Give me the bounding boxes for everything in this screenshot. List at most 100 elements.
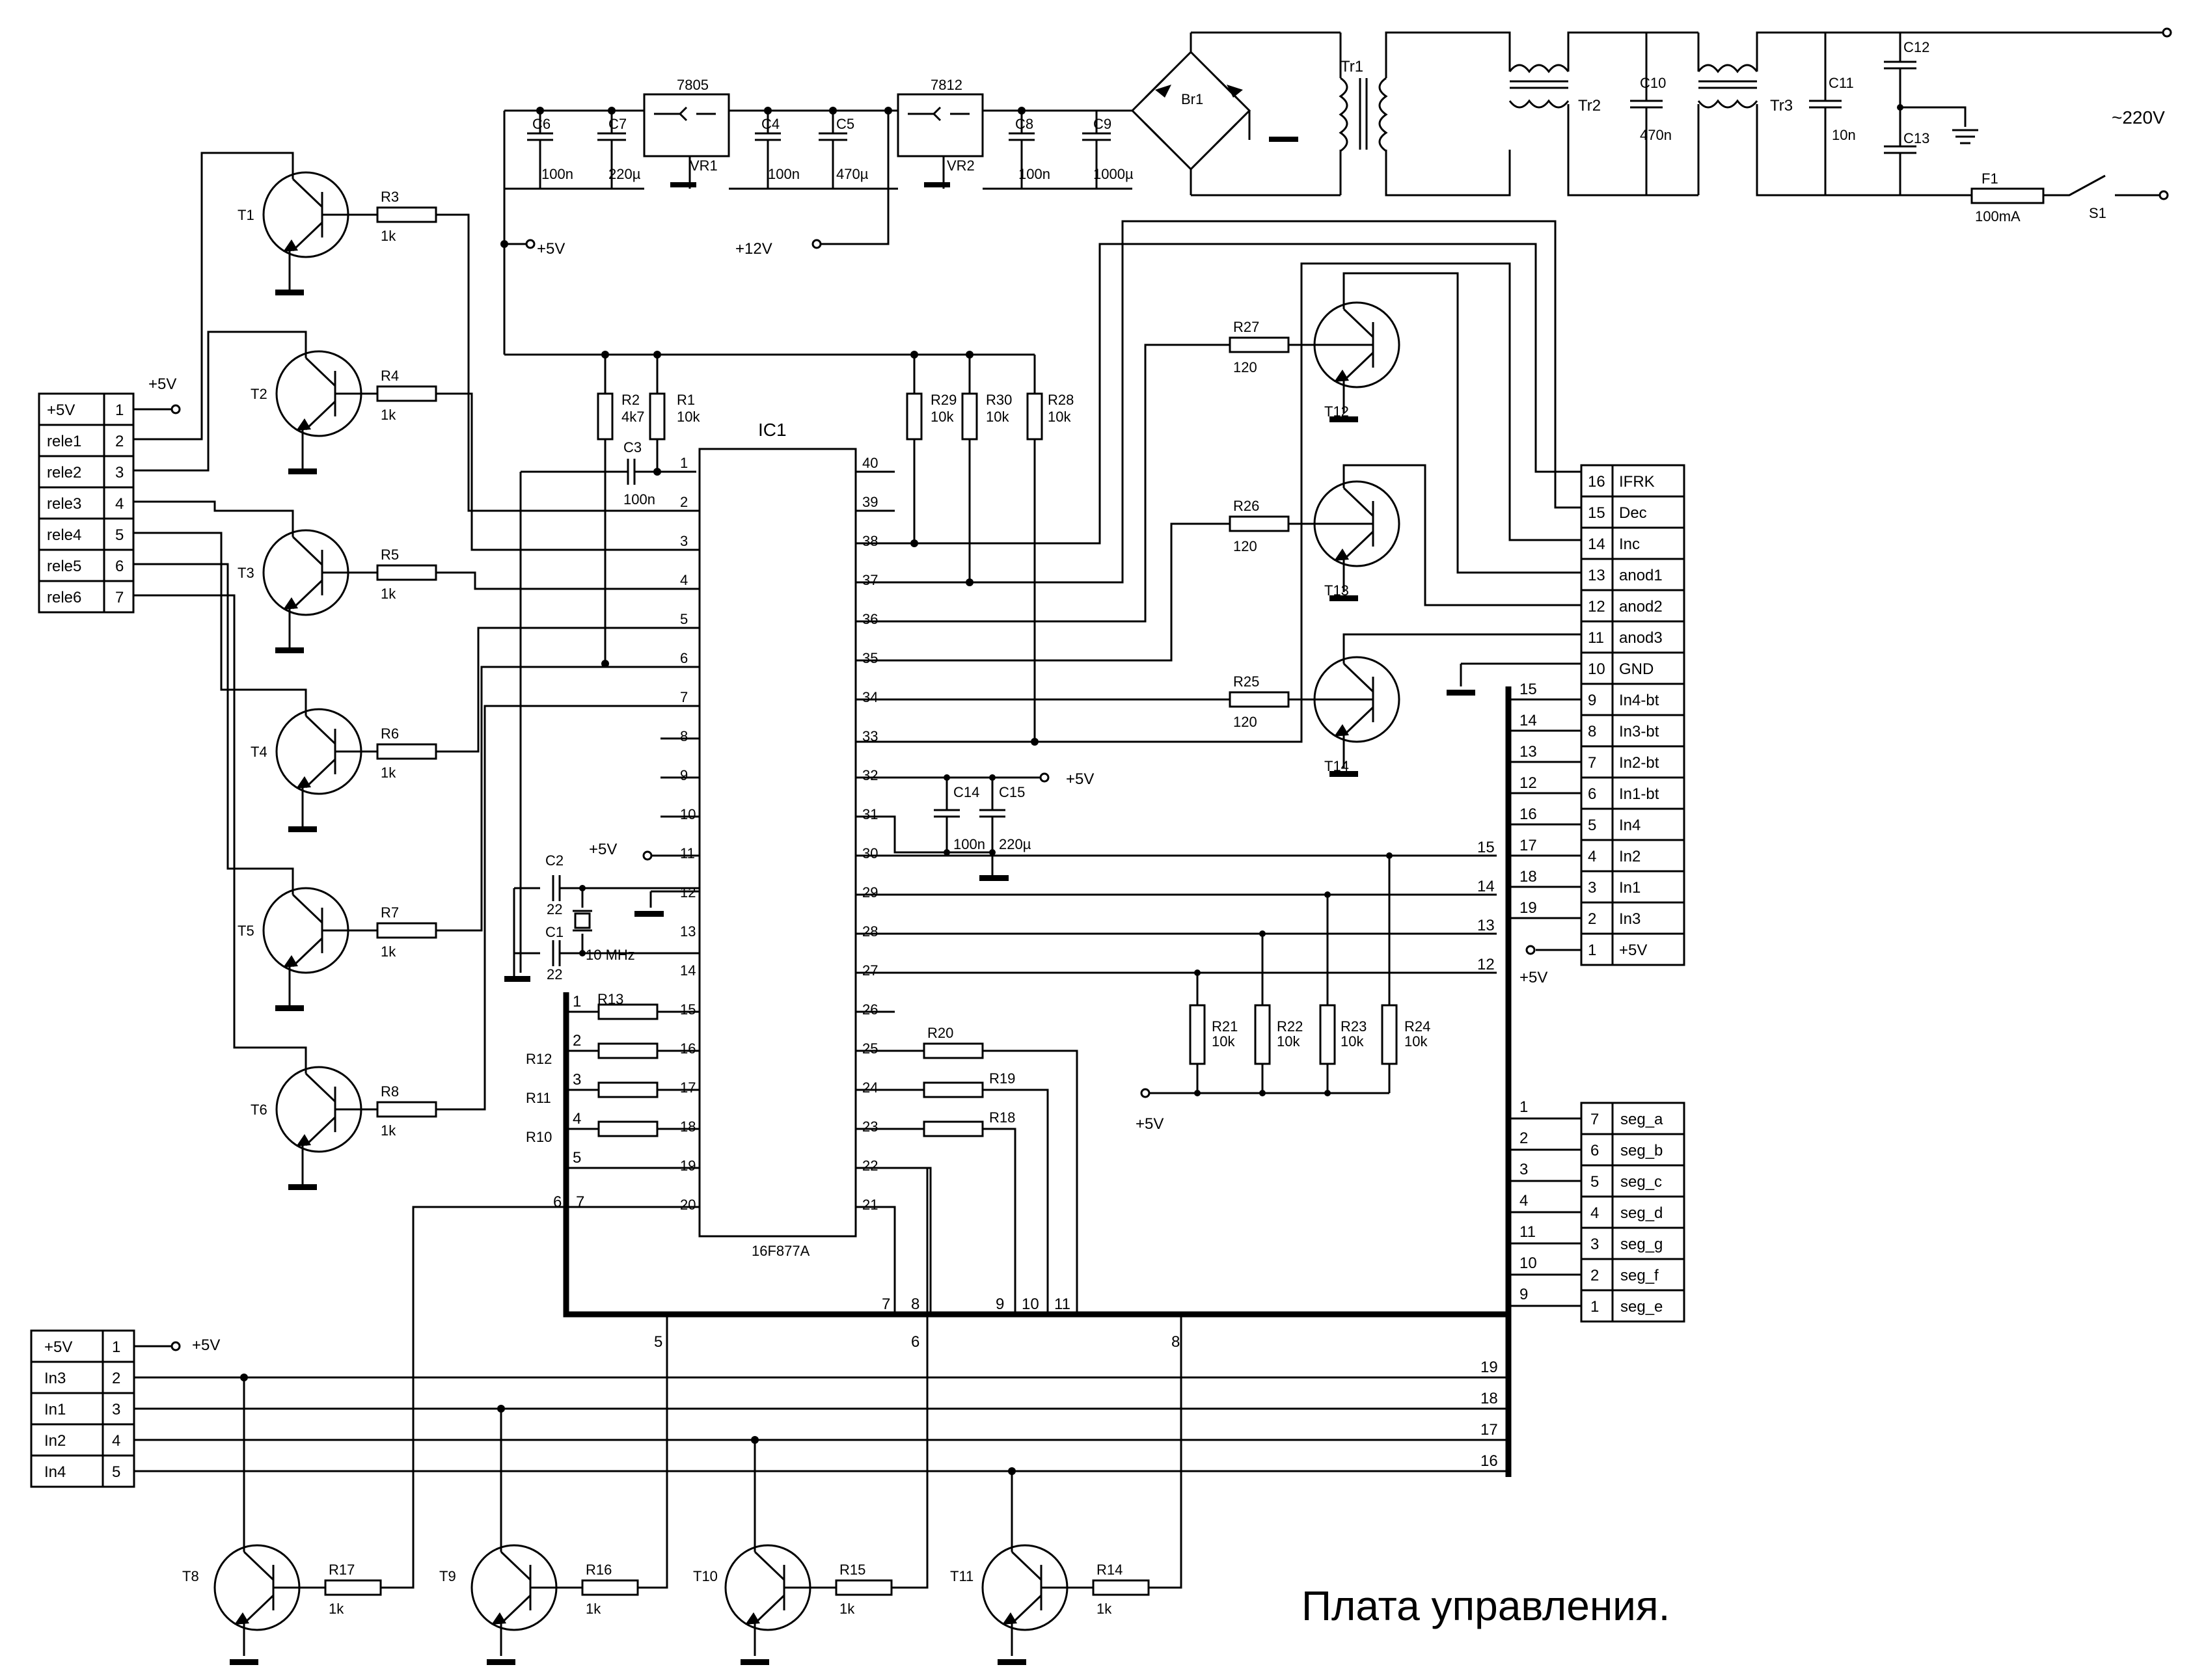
connector-name: In3 (44, 1370, 66, 1387)
bus-number: 15 (1519, 681, 1537, 698)
resistor-label: R14 (1096, 1562, 1123, 1578)
connector-name: In3 (1619, 910, 1641, 928)
connector-name: rele4 (47, 526, 81, 544)
svg-text:C15: C15 (999, 784, 1025, 800)
svg-text:C10: C10 (1640, 75, 1666, 91)
svg-text:C3: C3 (623, 439, 642, 455)
transistor-label: T4 (251, 744, 267, 760)
svg-text:Tr1: Tr1 (1341, 58, 1363, 75)
resistor-value: 1k (1096, 1601, 1112, 1617)
svg-text:VR2: VR2 (947, 157, 975, 174)
ic-pin-label: 35 (862, 650, 878, 666)
connector-name: seg_g (1620, 1236, 1663, 1253)
svg-text:15: 15 (1477, 839, 1495, 856)
connector-pin: 1 (1588, 942, 1596, 959)
transistor-label: T6 (251, 1102, 267, 1118)
ic-pin-label: 17 (680, 1079, 696, 1096)
connector-pin-cell (1580, 464, 1614, 498)
resistor-label: R4 (381, 368, 399, 384)
bus-number: 1 (1519, 1098, 1528, 1116)
svg-text:470µ: 470µ (836, 166, 869, 182)
connector-name: Dec (1619, 504, 1647, 522)
resistor (581, 1579, 639, 1596)
connector-pin: 5 (112, 1463, 120, 1481)
bus-number: 18 (1519, 868, 1537, 886)
transistor-label: T3 (238, 565, 254, 581)
connector-name: In4-bt (1619, 692, 1659, 709)
resistor (597, 1120, 659, 1137)
svg-text:10k: 10k (677, 409, 700, 425)
svg-text:13: 13 (1477, 917, 1495, 934)
connector-pin: 4 (112, 1432, 120, 1450)
resistor-label: R16 (586, 1562, 612, 1578)
svg-text:1000µ: 1000µ (1093, 166, 1134, 182)
ic-pin-label: 37 (862, 572, 878, 588)
bus-number: 7 (882, 1295, 890, 1313)
resistor (324, 1579, 382, 1596)
connector-pin: 7 (1588, 754, 1596, 772)
bus-number: 4 (573, 1110, 581, 1128)
resistor-label: R3 (381, 189, 399, 205)
bus-number: 17 (1480, 1421, 1498, 1439)
ground-symbol (1447, 690, 1475, 696)
bus-number: 12 (1519, 774, 1537, 792)
connector-pin-cell (1580, 589, 1614, 623)
svg-text:R20: R20 (927, 1025, 953, 1041)
bus-number: 2 (1519, 1130, 1528, 1147)
connector-pin: 4 (1588, 848, 1596, 865)
connector-pin: 5 (1588, 817, 1596, 834)
connector-pin: 6 (1588, 785, 1596, 803)
resistor-value: 1k (381, 228, 396, 244)
connector-pin-cell (103, 549, 135, 582)
ic-pin-label: 23 (862, 1118, 878, 1135)
connector-name-cell (1611, 807, 1685, 841)
connector-pin-cell (102, 1454, 135, 1488)
ground-symbol (741, 1659, 769, 1665)
connector-pin: 16 (1588, 473, 1605, 491)
cap-c5: C5 470µ (819, 111, 869, 189)
bus-number: 3 (1519, 1161, 1528, 1178)
bus-number: 7 (576, 1193, 584, 1211)
svg-text:10n: 10n (1832, 127, 1856, 143)
connector-pin: 3 (1590, 1236, 1599, 1253)
ground-symbol (1329, 595, 1358, 601)
connector-pin-cell (1580, 932, 1614, 966)
connector-name: In3-bt (1619, 723, 1659, 740)
connector-pin: 8 (1588, 723, 1596, 740)
connector-pin: 12 (1588, 598, 1605, 616)
connector-pin: 1 (112, 1338, 120, 1356)
ic-pin-label: 16 (680, 1040, 696, 1057)
connector-name: In4 (1619, 817, 1641, 834)
connector-pin: 13 (1588, 567, 1605, 584)
connector-pin: 1 (1590, 1298, 1599, 1316)
resistor-label: R11 (526, 1090, 551, 1106)
svg-text:100n: 100n (541, 166, 573, 182)
connector-name: anod2 (1619, 598, 1663, 616)
bus-number: 5 (573, 1149, 581, 1167)
connector-name-cell (30, 1329, 104, 1363)
connector-name-cell (38, 580, 105, 614)
connector-name: +5V (47, 401, 75, 419)
svg-text:12: 12 (1477, 956, 1495, 973)
connector-pin: 11 (1588, 629, 1604, 647)
svg-text:10k: 10k (1048, 409, 1071, 425)
ic-pin-label: 29 (862, 884, 878, 901)
ground-symbol (275, 1005, 304, 1011)
ic-pin-label: 25 (862, 1040, 878, 1057)
svg-text:10 MHz: 10 MHz (586, 947, 635, 963)
svg-text:R18: R18 (989, 1109, 1015, 1126)
svg-text:100n: 100n (768, 166, 800, 182)
bus-number: 9 (1519, 1286, 1528, 1303)
npn-transistor (275, 1066, 362, 1153)
resistor (1229, 691, 1290, 708)
connector-name: seg_c (1620, 1173, 1662, 1191)
transistor-label: T5 (238, 923, 254, 939)
ic-pin-label: 22 (862, 1158, 878, 1174)
ground-symbol (288, 1184, 317, 1190)
connector-name: seg_b (1620, 1142, 1663, 1159)
bus-number: 18 (1480, 1390, 1498, 1407)
